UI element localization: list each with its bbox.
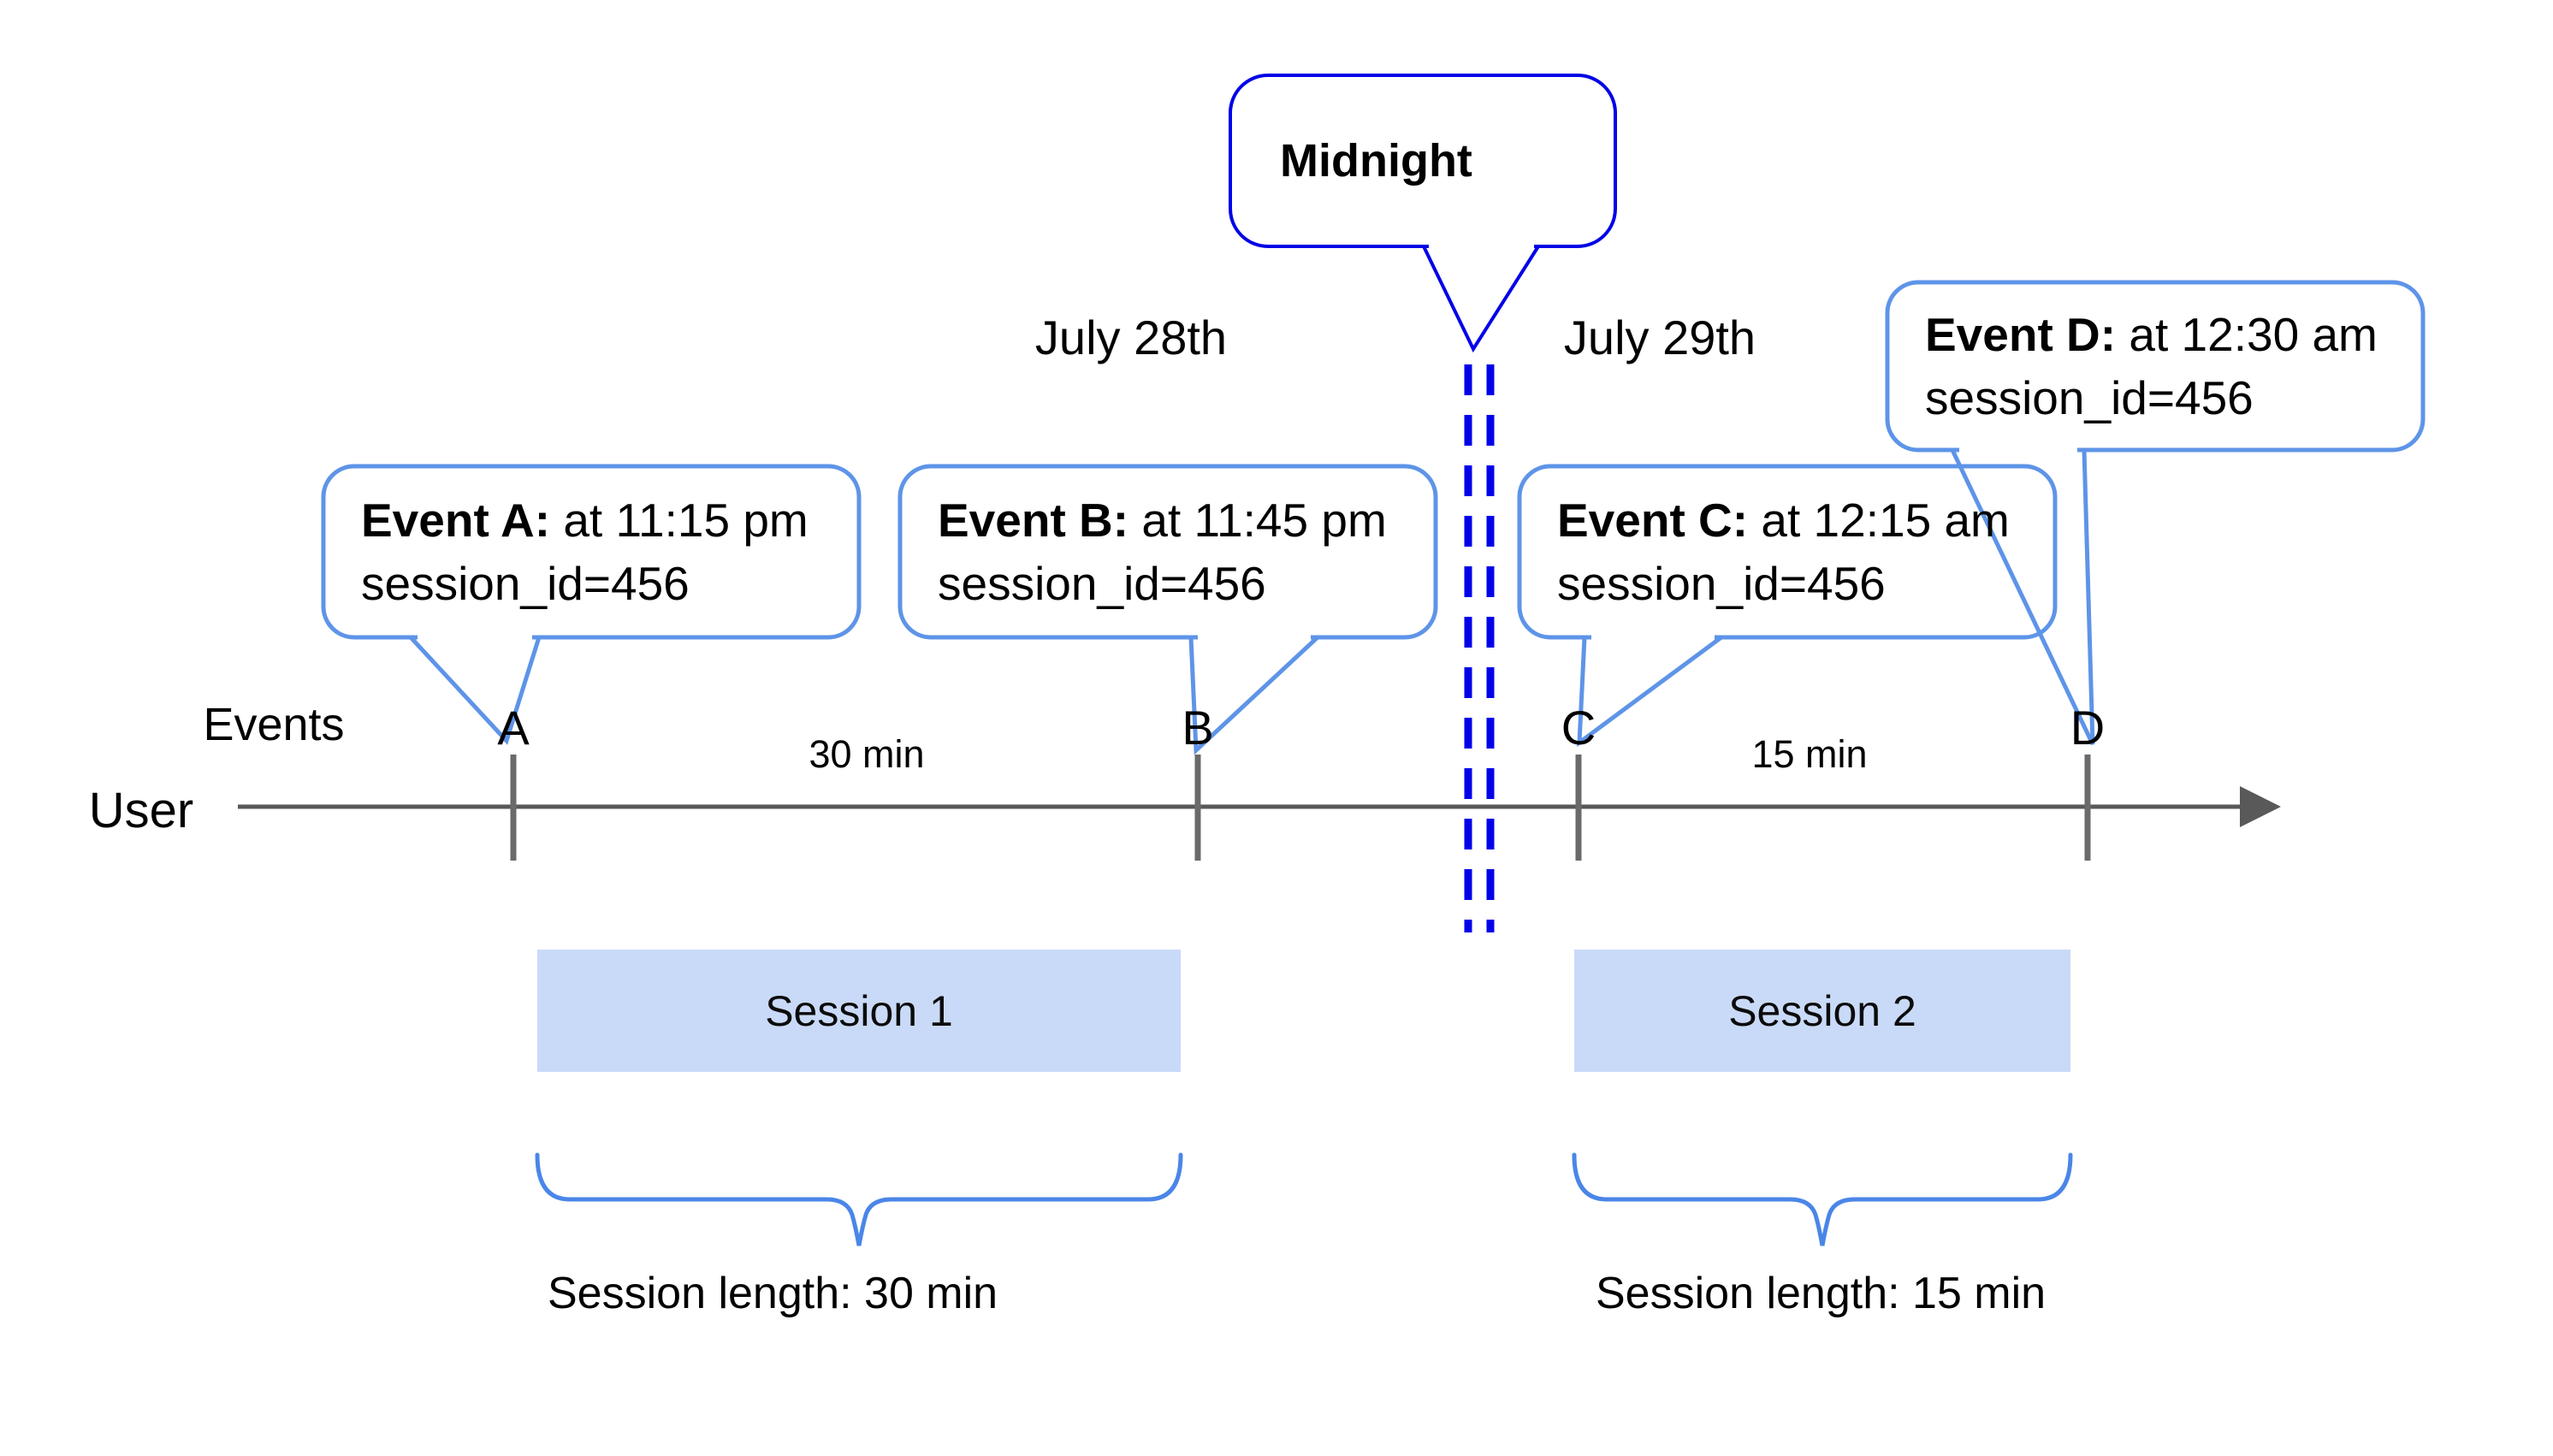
event-d-line1: Event D: at 12:30 am [1925,303,2423,366]
session-1-brace [535,1152,1183,1246]
session-1-box: Session 1 [537,950,1181,1072]
event-c-detail: session_id=456 [1557,557,1886,610]
event-b-callout-bubble [897,464,1438,755]
event-c-title: Event C: [1557,494,1749,547]
event-d-callout: Event D: at 12:30 am session_id=456 [1887,282,2423,450]
event-d-detail: session_id=456 [1925,371,2254,424]
event-a-callout: Event A: at 11:15 pm session_id=456 [323,466,859,637]
timeline-arrowhead-icon [2240,786,2281,827]
event-b-detail: session_id=456 [938,557,1266,610]
midnight-callout-bubble [1229,74,1617,353]
tick-label-a: A [497,701,530,755]
timeline-axis [238,755,2281,861]
tick-label-c: C [1561,701,1596,755]
tick-label-b: B [1182,701,1214,755]
event-c-time: at 12:15 am [1748,494,2010,547]
events-axis-label: Events [203,699,345,750]
event-d-callout-bubble [1885,280,2426,746]
session-2-label: Session 2 [1728,986,1916,1035]
user-axis-label: User [88,783,194,838]
date-july-29: July 29th [1563,311,1756,364]
interval-cd-label: 15 min [1751,732,1868,776]
event-a-callout-bubble [321,464,862,745]
midnight-dashed-line [1464,364,1495,932]
session-1-length-label: Session length: 30 min [548,1269,998,1318]
session-1-label: Session 1 [765,986,953,1035]
event-d-time: at 12:30 am [2116,308,2378,361]
event-a-title: Event A: [361,494,551,547]
event-a-line1: Event A: at 11:15 pm [361,488,859,552]
session-2-length-label: Session length: 15 min [1596,1269,2047,1318]
midnight-callout-label: Midnight [1280,135,1472,186]
event-a-time: at 11:15 pm [550,494,809,547]
session-2-box: Session 2 [1574,950,2070,1072]
session-2-brace [1572,1152,2073,1246]
event-c-line1: Event C: at 12:15 am [1557,488,2055,552]
event-b-line1: Event B: at 11:45 pm [938,488,1436,552]
event-b-title: Event B: [938,494,1129,547]
event-b-callout: Event B: at 11:45 pm session_id=456 [900,466,1436,637]
event-c-callout-bubble [1517,464,2058,748]
event-c-callout: Event C: at 12:15 am session_id=456 [1519,466,2055,637]
event-d-title: Event D: [1925,308,2117,361]
event-b-time: at 11:45 pm [1128,494,1387,547]
tick-label-d: D [2070,701,2106,755]
date-july-28: July 28th [1034,311,1228,364]
event-a-detail: session_id=456 [361,557,690,610]
interval-ab-label: 30 min [809,732,925,776]
